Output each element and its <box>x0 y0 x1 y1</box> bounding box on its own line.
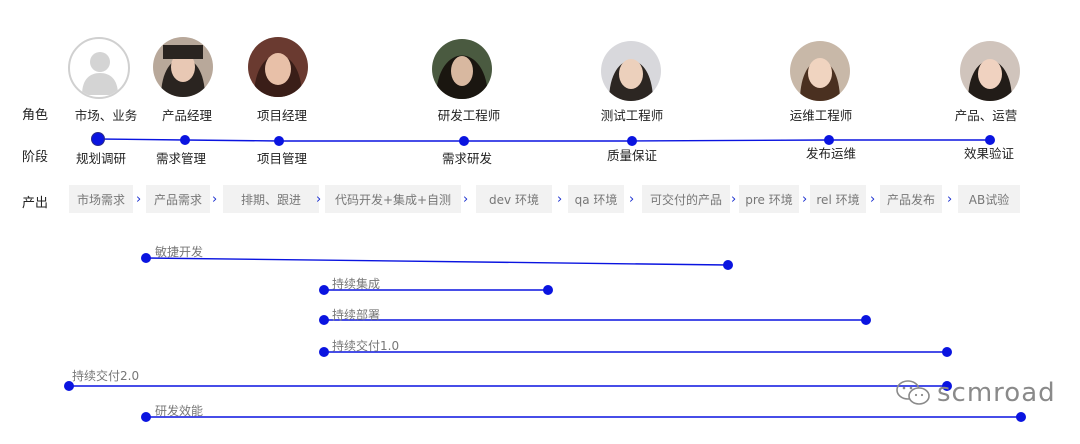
chevron-right-icon: › <box>802 192 808 207</box>
bar-line-agile <box>145 257 729 266</box>
avatar-product-manager <box>153 37 213 97</box>
avatar-placeholder-icon <box>68 37 130 99</box>
chevron-right-icon: › <box>212 192 218 207</box>
chevron-right-icon: › <box>629 192 635 207</box>
stage-label: 效果验证 <box>963 146 1015 161</box>
watermark-text: scmroad <box>937 378 1056 408</box>
output-box: pre 环境 <box>739 185 799 213</box>
bar-endpoint-dot <box>861 315 871 325</box>
chevron-right-icon: › <box>947 192 953 207</box>
output-box: 产品需求 <box>146 185 210 213</box>
practice-label-agile: 敏捷开发 <box>155 245 204 259</box>
chevron-right-icon: › <box>557 192 563 207</box>
practice-label-cdel1: 持续交付1.0 <box>332 339 400 353</box>
practice-label-efficiency: 研发效能 <box>155 404 204 418</box>
avatar-project-manager <box>248 37 308 97</box>
role-label: 运维工程师 <box>789 108 853 123</box>
chevron-right-icon: › <box>463 192 469 207</box>
bar-endpoint-dot <box>942 347 952 357</box>
stage-label: 项目管理 <box>256 151 308 166</box>
role-label: 产品经理 <box>161 108 213 123</box>
chevron-right-icon: › <box>731 192 737 207</box>
avatar-developer <box>432 39 492 99</box>
output-box: rel 环境 <box>810 185 866 213</box>
stage-dot <box>824 135 834 145</box>
output-box: dev 环境 <box>476 185 552 213</box>
avatar-ops-engineer <box>790 41 850 101</box>
stage-dot <box>985 135 995 145</box>
output-box: qa 环境 <box>568 185 624 213</box>
stage-dot <box>274 136 284 146</box>
row-label-role: 角色 <box>22 108 49 123</box>
output-box: AB试验 <box>958 185 1020 213</box>
bar-endpoint-dot <box>723 260 733 270</box>
row-label-output: 产出 <box>22 196 49 211</box>
bar-endpoint-dot <box>319 347 329 357</box>
stage-timeline-line <box>97 138 990 142</box>
stage-label: 发布运维 <box>805 146 857 161</box>
practice-label-cdel2: 持续交付2.0 <box>72 369 140 383</box>
practice-label-cd: 持续部署 <box>332 308 381 322</box>
bar-endpoint-dot <box>1016 412 1026 422</box>
stage-dot <box>91 132 105 146</box>
role-label: 项目经理 <box>256 108 308 123</box>
output-box: 可交付的产品 <box>642 185 730 213</box>
bar-endpoint-dot <box>64 381 74 391</box>
output-box: 市场需求 <box>69 185 133 213</box>
watermark: scmroad <box>895 378 1056 408</box>
stage-dot <box>180 135 190 145</box>
bar-endpoint-dot <box>141 253 151 263</box>
stage-label: 质量保证 <box>606 148 658 163</box>
bar-endpoint-dot <box>319 315 329 325</box>
chevron-right-icon: › <box>870 192 876 207</box>
avatar-product-operations <box>960 41 1020 101</box>
role-label: 市场、业务 <box>74 108 138 123</box>
bar-endpoint-dot <box>543 285 553 295</box>
output-box: 产品发布 <box>880 185 942 213</box>
stage-label: 规划调研 <box>75 151 127 166</box>
avatar-tester <box>601 41 661 101</box>
role-label: 产品、运营 <box>954 108 1018 123</box>
role-label: 测试工程师 <box>600 108 664 123</box>
bar-endpoint-dot <box>942 381 952 391</box>
wechat-icon <box>896 380 930 405</box>
stage-dot <box>627 136 637 146</box>
bar-endpoint-dot <box>319 285 329 295</box>
chevron-right-icon: › <box>136 192 142 207</box>
role-label: 研发工程师 <box>437 108 501 123</box>
stage-label: 需求研发 <box>441 151 493 166</box>
stage-dot <box>459 136 469 146</box>
bar-endpoint-dot <box>141 412 151 422</box>
output-box: 排期、跟进 <box>223 185 319 213</box>
stage-label: 需求管理 <box>155 151 207 166</box>
chevron-right-icon: › <box>316 192 322 207</box>
row-label-stage: 阶段 <box>22 150 49 165</box>
output-box: 代码开发+集成+自测 <box>325 185 461 213</box>
practice-label-ci: 持续集成 <box>332 277 381 291</box>
